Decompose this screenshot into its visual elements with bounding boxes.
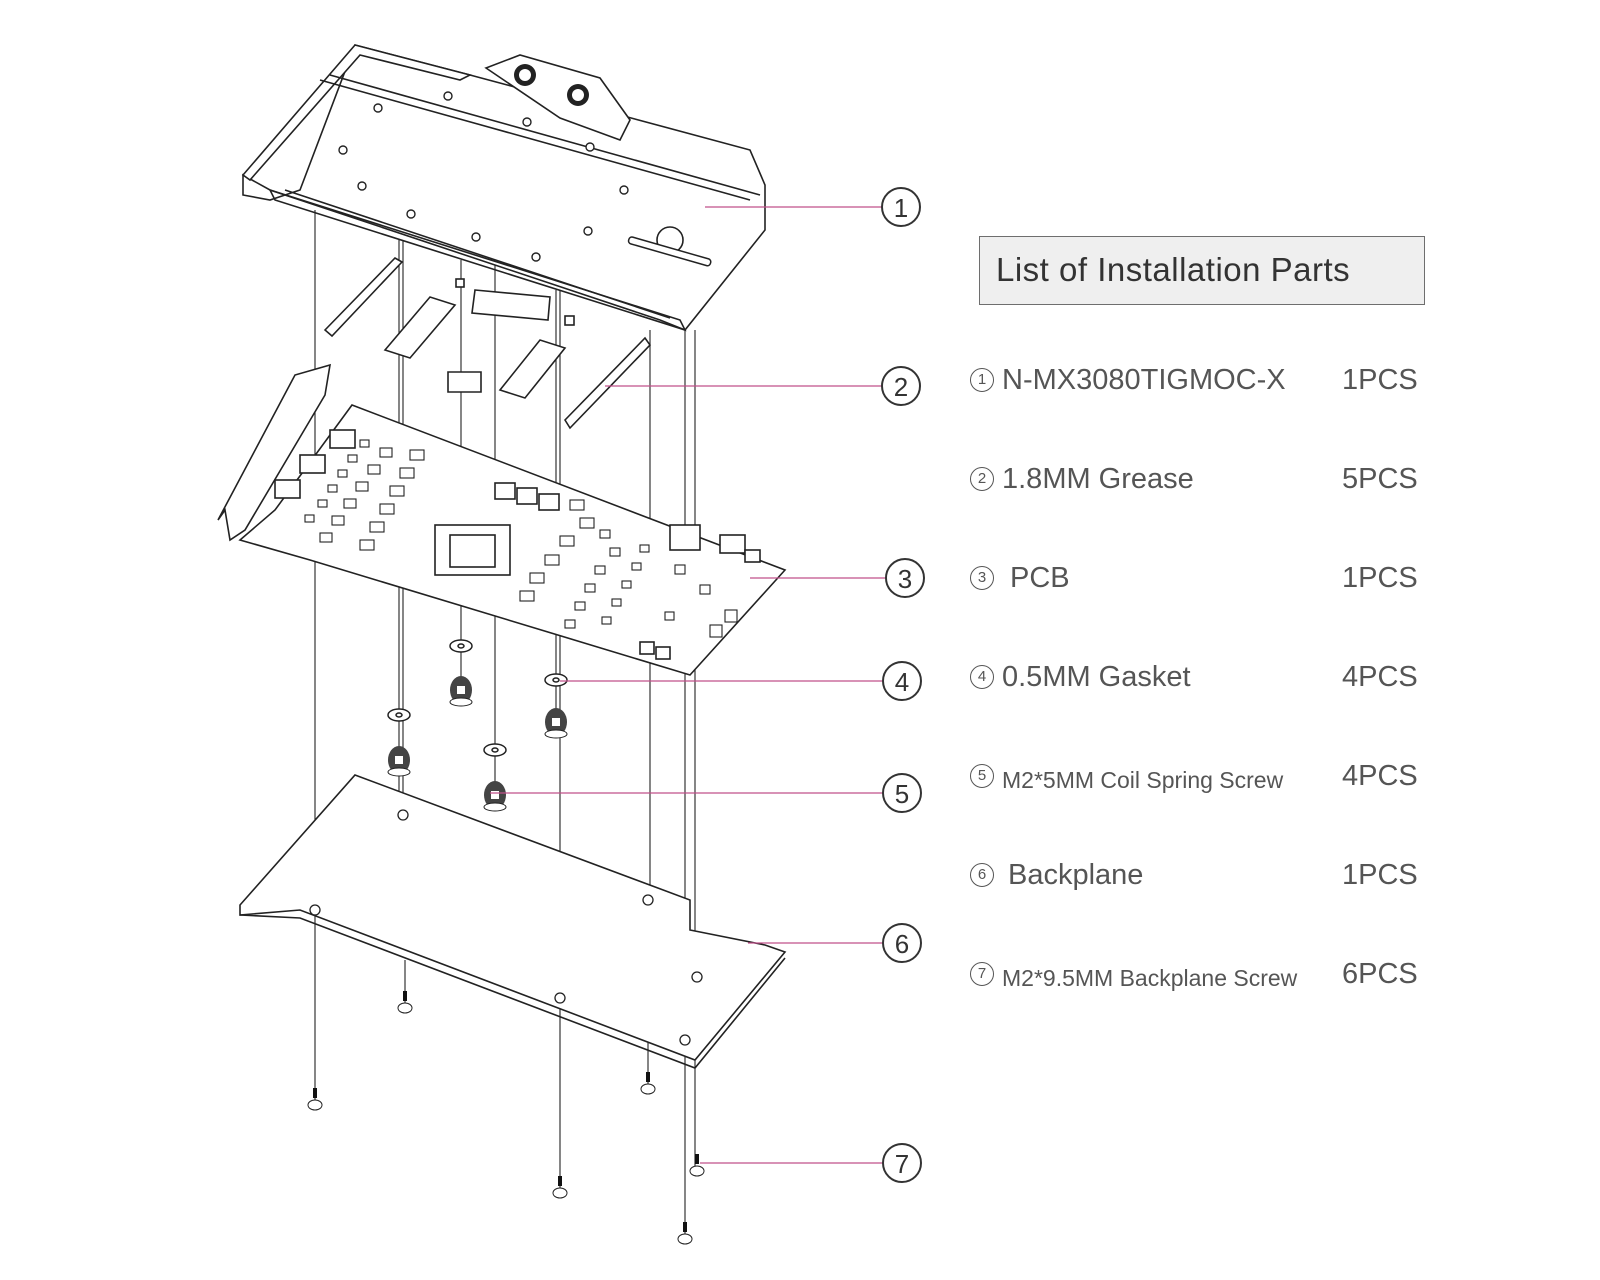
part-name: M2*5MM Coil Spring Screw	[1002, 767, 1284, 793]
part-row: 4 0.5MM Gasket 4PCS	[970, 659, 1420, 699]
callout-6: 6	[882, 923, 922, 963]
part-name: 1.8MM Grease	[1002, 463, 1194, 495]
part-name: N-MX3080TIGMOC-X	[1002, 364, 1286, 396]
pcb	[217, 363, 787, 676]
assembly-guide-lines	[314, 210, 696, 1240]
backplane	[239, 774, 787, 1069]
part-qty: 1PCS	[1342, 859, 1418, 891]
part-name: M2*9.5MM Backplane Screw	[1002, 965, 1298, 991]
svg-text:6: 6	[895, 929, 909, 959]
part-row: 3 PCB 1PCS	[970, 560, 1420, 600]
part-index: 5	[970, 764, 994, 788]
callout-7: 7	[882, 1143, 922, 1183]
svg-text:2: 2	[894, 372, 908, 402]
coil-spring-screws	[387, 676, 568, 812]
svg-text:5: 5	[895, 779, 909, 809]
part-name: PCB	[1010, 562, 1070, 594]
callout-2: 2	[881, 366, 921, 406]
part-index: 1	[970, 368, 994, 392]
part-row: 1 N-MX3080TIGMOC-X 1PCS	[970, 362, 1420, 402]
backplane-screws	[307, 991, 705, 1245]
part-qty: 1PCS	[1342, 364, 1418, 396]
part-qty: 6PCS	[1342, 958, 1418, 990]
part-index: 2	[970, 467, 994, 491]
leader-lines	[490, 206, 886, 1164]
gaskets	[387, 639, 568, 757]
water-block	[241, 44, 766, 332]
part-index: 3	[970, 566, 994, 590]
part-qty: 4PCS	[1342, 760, 1418, 792]
part-name: 0.5MM Gasket	[1002, 661, 1191, 693]
parts-list-header: List of Installation Parts	[979, 236, 1425, 305]
part-row: 5 M2*5MM Coil Spring Screw 4PCS	[970, 758, 1420, 798]
part-qty: 1PCS	[1342, 562, 1418, 594]
callout-5: 5	[882, 773, 922, 813]
svg-text:4: 4	[895, 667, 909, 697]
svg-text:3: 3	[898, 564, 912, 594]
part-index: 4	[970, 665, 994, 689]
svg-text:7: 7	[895, 1149, 909, 1179]
part-index: 6	[970, 863, 994, 887]
part-row: 6 Backplane 1PCS	[970, 857, 1420, 897]
thermal-pads	[323, 256, 652, 430]
part-row: 2 1.8MM Grease 5PCS	[970, 461, 1420, 501]
parts-list-title: List of Installation Parts	[996, 251, 1351, 288]
callout-4: 4	[882, 661, 922, 701]
part-qty: 4PCS	[1342, 661, 1418, 693]
callout-3: 3	[885, 558, 925, 598]
part-name: Backplane	[1008, 859, 1144, 891]
part-qty: 5PCS	[1342, 463, 1418, 495]
part-index: 7	[970, 962, 994, 986]
part-row: 7 M2*9.5MM Backplane Screw 6PCS	[970, 956, 1420, 996]
svg-text:1: 1	[894, 193, 908, 223]
callout-1: 1	[881, 187, 921, 227]
